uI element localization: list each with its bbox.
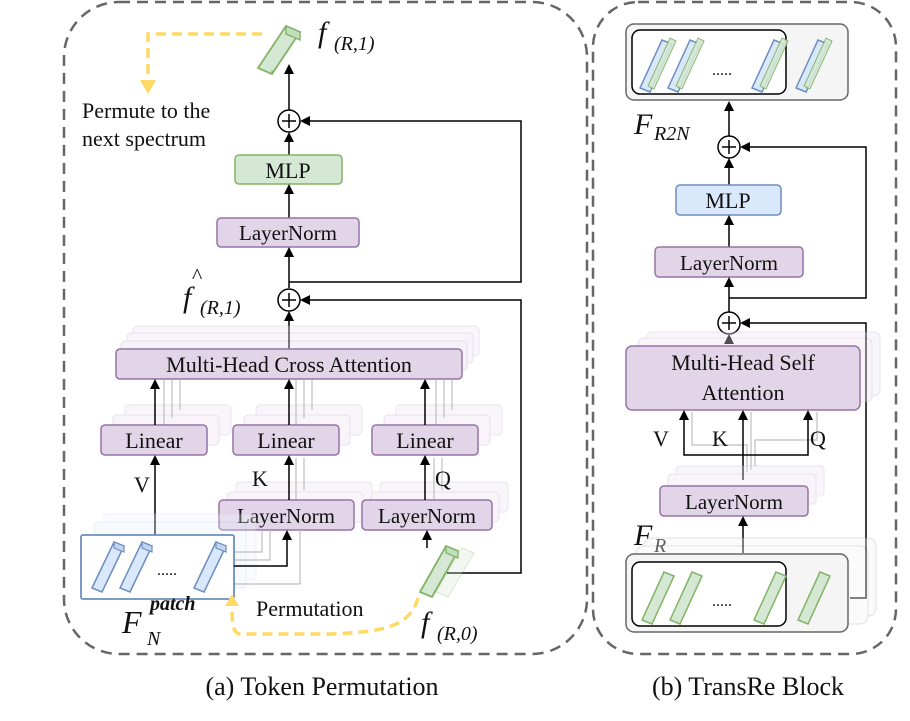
permute-note-line2: next spectrum [82,126,206,151]
panel-a-border [62,0,589,656]
v-arrow-b [679,410,744,480]
linear-connectors [163,380,453,428]
input-token-icon [418,544,460,599]
patch-dots: ..... [157,562,177,579]
skip-connection-bottom [300,295,522,574]
panel-a-caption: (a) Token Permutation [205,672,438,701]
input-token-stack [435,547,475,598]
input-symbol: f [421,606,433,639]
mlp-label-b: MLP [705,188,750,213]
intermediate-subscript: (R,1) [200,297,241,319]
patch-symbol: F [121,604,142,640]
skip-connection-top-b [729,142,867,299]
k-label-b: K [712,426,728,451]
patch-sup: patch [148,593,196,615]
panel-b-caption: (b) TransRe Block [652,672,844,701]
k-label: K [252,466,268,491]
q-arrow-b [743,410,813,456]
output-token-icon [256,24,302,76]
input-token-icons-b [640,571,832,625]
layernorm-bottom-block-b [659,485,809,517]
input-symbol-b: F [633,519,653,552]
layernorm-q-label: LayerNorm [378,504,476,528]
layernorm-kq-connectors [295,458,443,500]
permute-next-arrowhead [140,80,156,94]
patch-token-icons [90,541,228,593]
skip-connection-bottom-b [740,318,867,599]
cross-attention-label: Multi-Head Cross Attention [166,352,412,377]
self-attention-line1: Multi-Head Self [671,350,815,375]
v-label-b: V [653,426,669,451]
layernorm-bottom-label-b: LayerNorm [685,490,783,514]
linear-v-label: Linear [125,428,183,453]
output-token-icons [638,37,833,93]
v-label: V [134,472,150,497]
output-subscript-b: R2N [653,123,691,145]
panel-b-border [591,0,898,656]
intermediate-hat: ^ [192,263,203,288]
q-label: Q [435,466,451,491]
layernorm-top-label-b: LayerNorm [680,251,778,275]
patch-sub: N [146,628,162,650]
output-symbol: f [318,16,330,49]
output-subscript: (R,1) [334,33,375,55]
permute-note-line1: Permute to the [82,98,210,123]
output-symbol-b: F [633,108,653,141]
patch-connectors [234,530,301,585]
layernorm-k-label: LayerNorm [237,504,335,528]
permute-next-arrow [146,32,262,82]
linear-k-label: Linear [257,428,315,453]
input-subscript: (R,0) [437,623,478,645]
panel-transre-block: ..... F R2N MLP LayerNorm Multi-Head Sel… [591,0,898,701]
mlp-label: MLP [265,158,310,183]
input-subscript-b: R [653,535,666,557]
q-label-b: Q [810,426,826,451]
layernorm-top-label: LayerNorm [239,221,337,245]
permutation-arrowhead [225,594,239,606]
input-dots-b: ..... [712,593,732,610]
permutation-arrow [230,597,420,636]
panel-token-permutation: f (R,1) Permute to the next spectrum MLP… [62,0,589,701]
self-attention-line2: Attention [701,380,784,405]
linear-q-label: Linear [396,428,454,453]
patch-to-k-arrow [234,530,292,567]
permutation-label: Permutation [256,596,364,621]
output-dots: ..... [712,62,732,79]
vkq-connectors [691,412,818,472]
skip-connection-top [289,116,522,283]
